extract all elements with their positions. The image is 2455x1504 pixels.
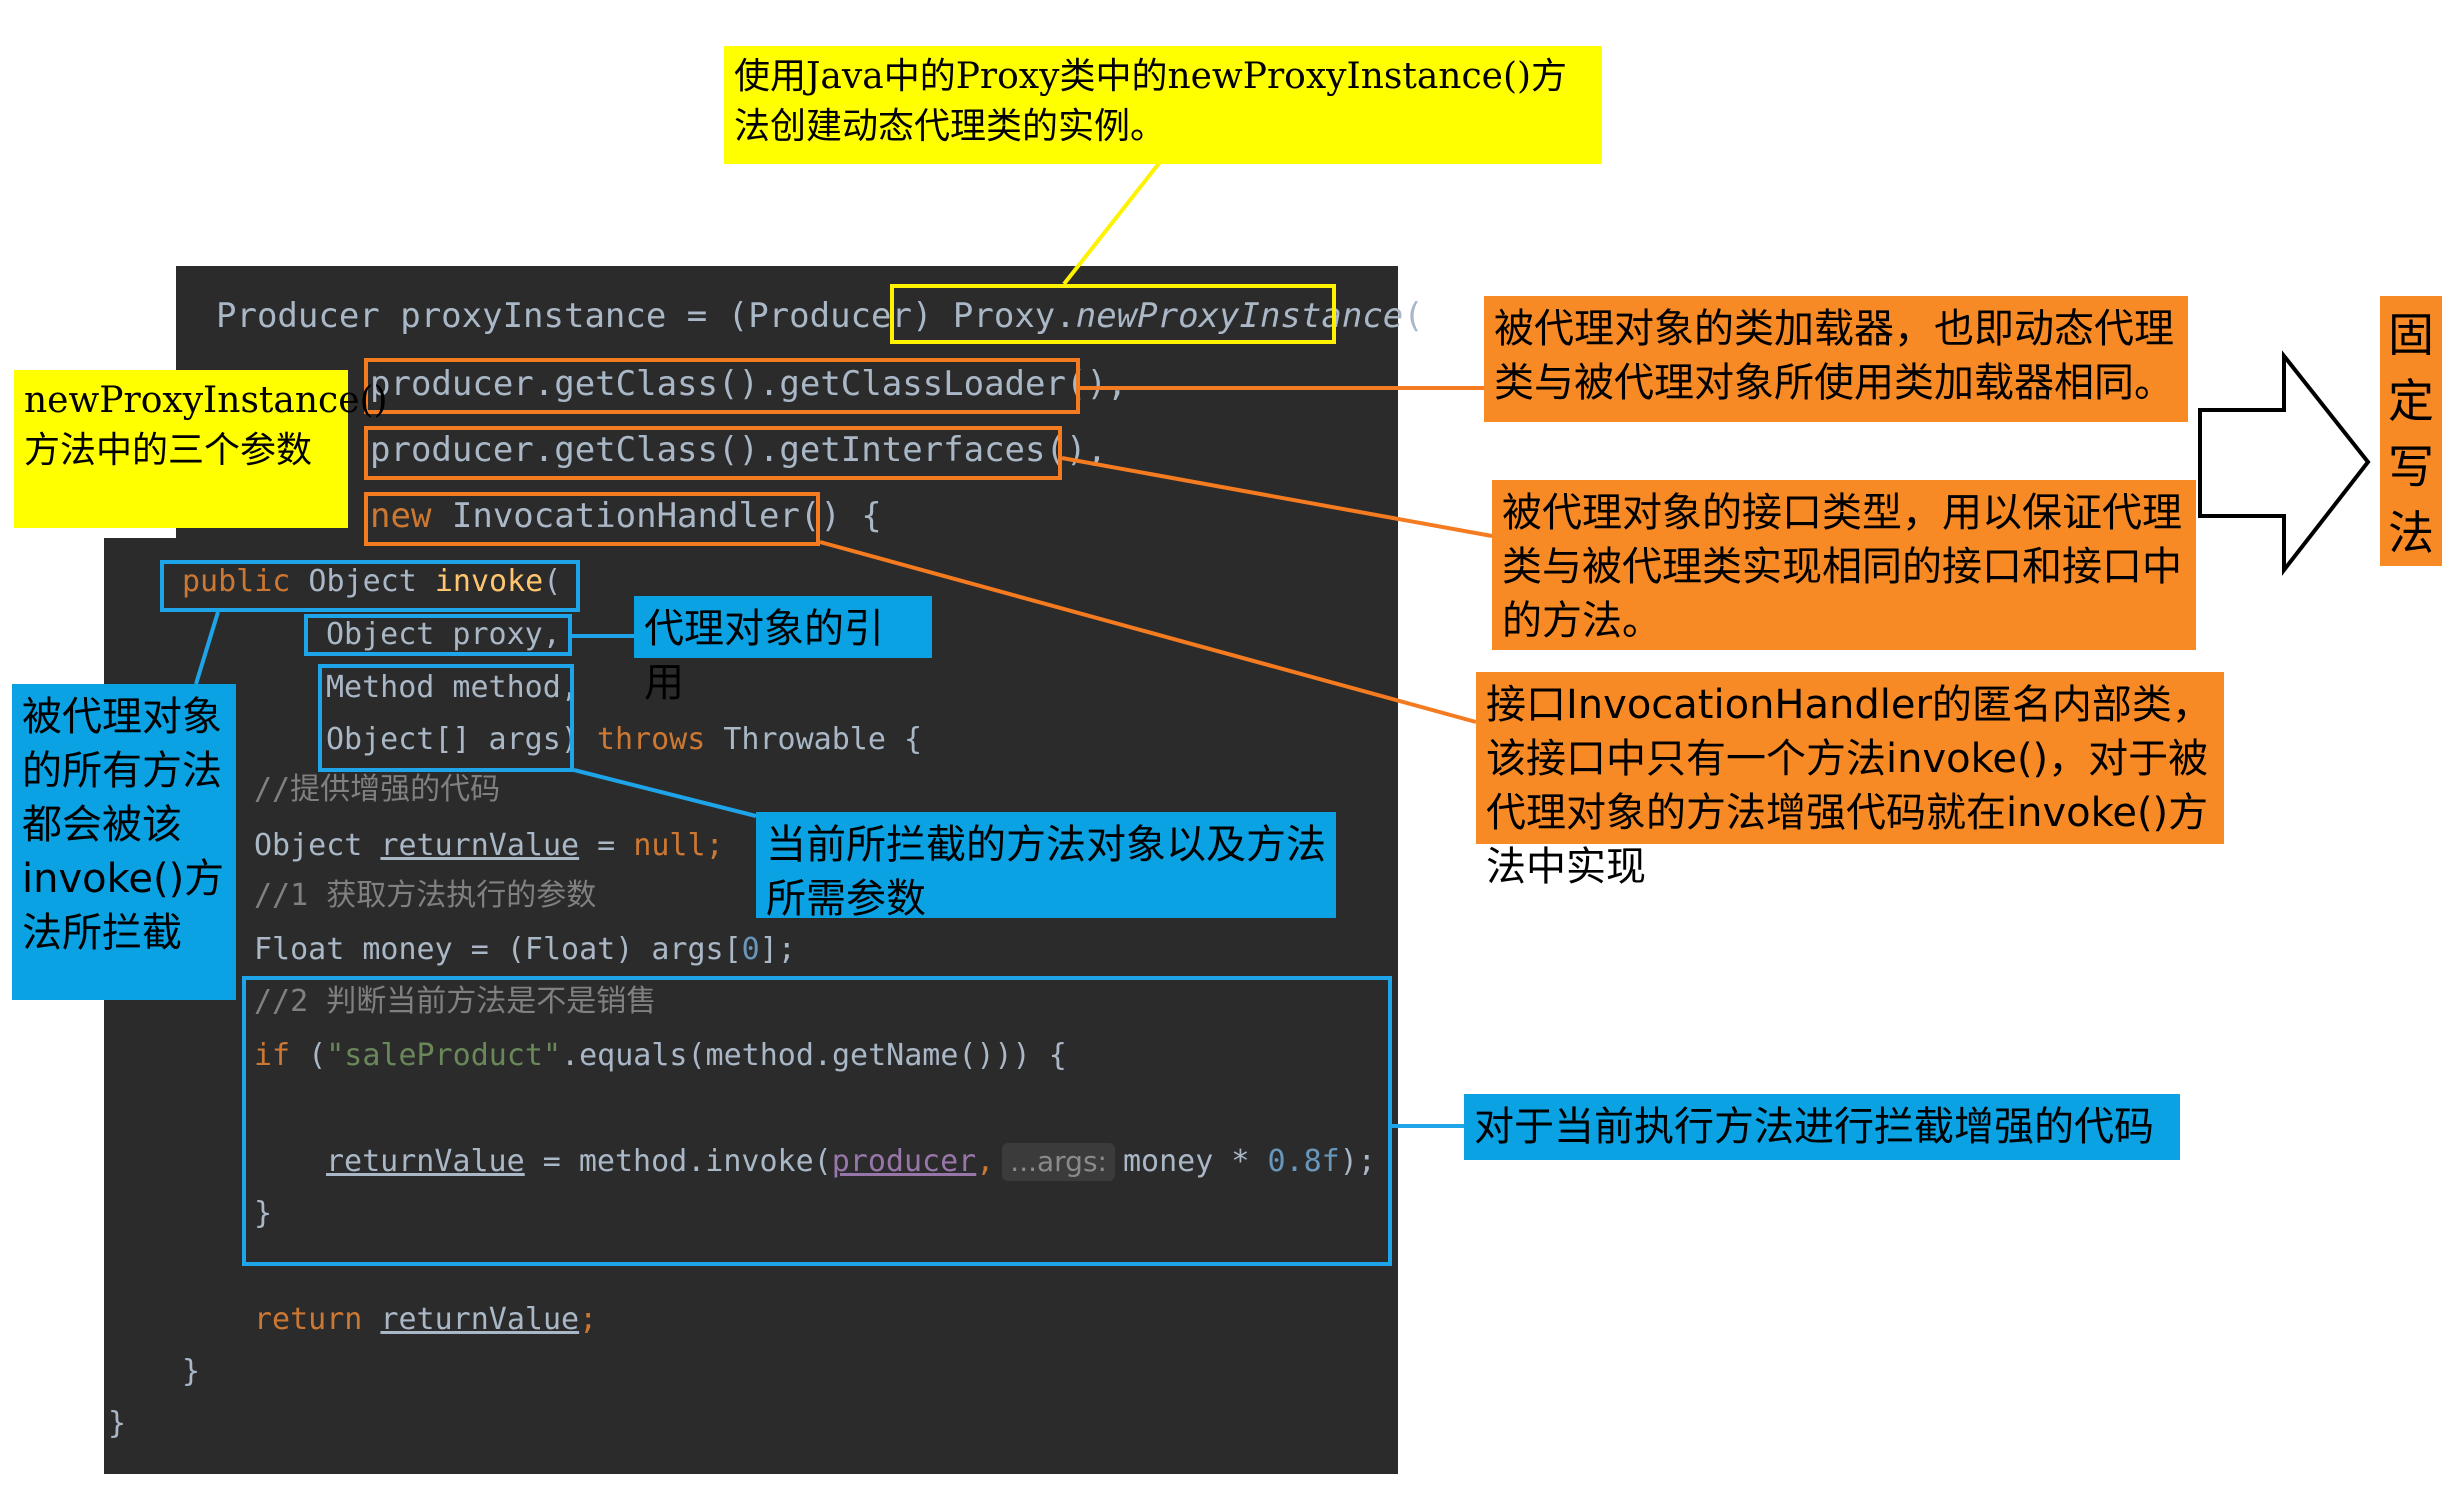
- code-token: = method.invoke(: [524, 1144, 832, 1179]
- highlight-newproxyinstance: [890, 284, 1336, 344]
- code-token: throws: [578, 722, 706, 757]
- note-three-params: newProxyInstance()方法中的三个参数: [14, 370, 388, 528]
- note-newproxyinstance: 使用Java中的Proxy类中的newProxyInstance()方法创建动态…: [724, 46, 1602, 164]
- code-token: producer: [831, 1144, 977, 1179]
- note-invocationhandler: 接口InvocationHandler的匿名内部类，该接口中只有一个方法invo…: [1476, 672, 2224, 890]
- code-token: returnValue: [380, 828, 580, 863]
- note-all-methods-intercepted: 被代理对象的所有方法都会被该invoke()方法所拦截: [12, 684, 236, 1000]
- code-line-17: return returnValue;: [254, 1300, 597, 1340]
- code-token: //提供增强的代码: [254, 772, 501, 807]
- code-token: null: [633, 828, 706, 863]
- note-enhance-code: 对于当前执行方法进行拦截增强的代码: [1464, 1094, 2180, 1160]
- code-token: newProxyInstance: [1075, 296, 1404, 336]
- code-token: );: [1339, 1144, 1376, 1179]
- code-line-7: Method method,: [326, 668, 579, 708]
- code-token: =: [579, 828, 634, 863]
- code-token: }: [108, 1406, 127, 1441]
- note-text: 接口InvocationHandler的匿名内部类，该接口中只有一个方法invo…: [1486, 682, 2212, 890]
- code-line-6: Object proxy,: [326, 615, 561, 655]
- code-token: if: [254, 1038, 291, 1073]
- note-text: 使用Java中的Proxy类中的newProxyInstance()方法创建动态…: [734, 56, 1568, 147]
- code-token: ;: [579, 1302, 598, 1337]
- code-token: Float money = (Float) args[: [254, 932, 742, 967]
- note-text: 对于当前执行方法进行拦截增强的代码: [1474, 1104, 2154, 1150]
- code-token: .equals(method.getName())) {: [561, 1038, 1067, 1073]
- highlight-interfaces: [364, 426, 1062, 480]
- code-token: Producer proxyInstance = (Producer): [216, 296, 953, 336]
- highlight-classloader: [364, 358, 1080, 414]
- code-token: Object proxy,: [326, 617, 561, 652]
- code-token: returnValue: [380, 1302, 580, 1337]
- highlight-proxy-param: [304, 614, 572, 656]
- code-line-11: //1 获取方法执行的参数: [254, 876, 596, 916]
- code-line-9: //提供增强的代码: [254, 770, 500, 810]
- note-classloader: 被代理对象的类加载器，也即动态代理类与被代理对象所使用类加载器相同。: [1484, 296, 2188, 422]
- note-text: 代理对象的引用: [644, 606, 884, 706]
- code-token: ;: [705, 828, 724, 863]
- code-line-10: Object returnValue = null;: [254, 826, 724, 866]
- code-token: "saleProduct": [326, 1038, 562, 1073]
- code-token: Throwable {: [705, 722, 923, 757]
- code-token: invoke: [434, 564, 544, 599]
- code-token: InvocationHandler() {: [431, 496, 882, 536]
- highlight-method-args: [318, 664, 574, 772]
- code-token: (: [290, 1038, 327, 1073]
- note-text: 被代理对象的接口类型，用以保证代理类与被代理类实现相同的接口和接口中的方法。: [1502, 490, 2182, 644]
- note-text: 被代理对象的所有方法都会被该invoke()方法所拦截: [22, 694, 225, 956]
- note-fixed-pattern: 固定写法: [2380, 296, 2442, 566]
- param-hint: ...args:: [1002, 1143, 1115, 1181]
- highlight-invocationhandler: [364, 492, 820, 546]
- note-text: 当前所拦截的方法对象以及方法所需参数: [766, 822, 1326, 922]
- code-token: Object[] args): [326, 722, 579, 757]
- code-token: }: [254, 1196, 273, 1231]
- code-token: Object: [254, 828, 381, 863]
- right-arrow-icon: [2198, 350, 2371, 576]
- code-token: Proxy.: [952, 296, 1076, 336]
- code-token: (: [543, 564, 562, 599]
- code-token: Method method,: [326, 670, 579, 705]
- code-line-2: producer.getClass().getClassLoader(),: [370, 364, 1127, 404]
- code-token: 0: [741, 932, 760, 967]
- code-token: new: [370, 496, 432, 536]
- note-text: 被代理对象的类加载器，也即动态代理类与被代理对象所使用类加载器相同。: [1494, 306, 2174, 406]
- code-line-18: }: [182, 1352, 200, 1392]
- highlight-enhance-block: [242, 976, 1392, 1266]
- code-token: ,: [976, 1144, 995, 1179]
- code-token: //2 判断当前方法是不是销售: [254, 984, 657, 1019]
- code-line-16: }: [254, 1194, 272, 1234]
- note-method-and-args: 当前所拦截的方法对象以及方法所需参数: [756, 812, 1336, 922]
- code-line-3: producer.getClass().getInterfaces(),: [370, 430, 1107, 470]
- code-token: 0.8f: [1267, 1144, 1340, 1179]
- code-token: producer.getClass().getInterfaces(),: [370, 430, 1107, 470]
- code-token: Object: [290, 564, 435, 599]
- code-line-19: }: [108, 1404, 126, 1444]
- note-text: 固定写法: [2388, 308, 2434, 560]
- code-token: money *: [1122, 1144, 1268, 1179]
- note-text: newProxyInstance()方法中的三个参数: [24, 380, 388, 471]
- code-line-1: Producer proxyInstance = (Producer) Prox…: [216, 296, 1424, 336]
- code-line-14: if ("saleProduct".equals(method.getName(…: [254, 1036, 1067, 1076]
- code-line-5: public Object invoke(: [182, 562, 561, 602]
- code-editor-top: [176, 266, 1398, 542]
- code-line-13: //2 判断当前方法是不是销售: [254, 982, 656, 1022]
- code-token: return: [254, 1302, 363, 1337]
- code-token: producer.getClass().getClassLoader(),: [370, 364, 1128, 404]
- highlight-invoke: [160, 560, 580, 612]
- code-token: }: [182, 1354, 201, 1389]
- note-interfaces: 被代理对象的接口类型，用以保证代理类与被代理类实现相同的接口和接口中的方法。: [1492, 480, 2196, 650]
- code-line-12: Float money = (Float) args[0];: [254, 930, 796, 970]
- code-line-4: new InvocationHandler() {: [370, 496, 882, 536]
- code-token: //1 获取方法执行的参数: [254, 878, 597, 913]
- code-token: ];: [759, 932, 796, 967]
- code-token: (: [1403, 296, 1424, 336]
- code-token: returnValue: [326, 1144, 525, 1179]
- note-proxy-reference: 代理对象的引用: [634, 596, 932, 706]
- code-line-8: Object[] args) throws Throwable {: [326, 720, 922, 760]
- code-line-15: returnValue = method.invoke(producer,...…: [326, 1142, 1376, 1182]
- code-token: public: [182, 564, 291, 599]
